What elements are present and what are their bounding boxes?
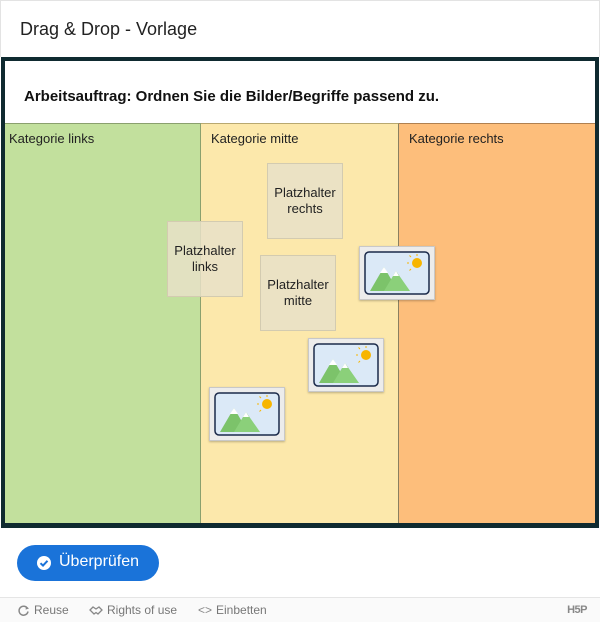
rights-of-use-label: Rights of use [107, 603, 178, 617]
check-button[interactable]: Überprüfen [17, 545, 159, 581]
board-canvas: Arbeitsauftrag: Ordnen Sie die Bilder/Be… [5, 61, 595, 523]
embed-label: Einbetten [216, 603, 267, 617]
landscape-image-icon [364, 251, 430, 295]
reuse-link[interactable]: Reuse [17, 603, 69, 617]
reuse-label: Reuse [34, 603, 69, 617]
draggable-image-2[interactable] [308, 338, 384, 392]
draggable-text-mitte[interactable]: Platzhalter mitte [260, 255, 336, 331]
page-title: Drag & Drop - Vorlage [20, 19, 198, 39]
reuse-icon [18, 604, 29, 616]
draggable-label: Platzhalter mitte [267, 277, 329, 308]
draggable-text-links[interactable]: Platzhalter links [167, 221, 243, 297]
draggable-image-3[interactable] [209, 387, 285, 441]
rights-of-use-link[interactable]: Rights of use [89, 603, 177, 617]
task-text: Arbeitsauftrag: Ordnen Sie die Bilder/Be… [24, 88, 440, 105]
draggable-image-1[interactable] [359, 246, 435, 300]
handshake-icon [89, 605, 103, 615]
check-button-label: Überprüfen [59, 553, 140, 570]
footer-bar: Reuse Rights of use <> Einbetten H5P [0, 597, 600, 622]
dropzone-right-label: Kategorie rechts [409, 131, 504, 146]
check-circle-icon [37, 556, 51, 570]
title-bar: Drag & Drop - Vorlage [0, 0, 600, 57]
dropzone-left-label: Kategorie links [9, 131, 95, 146]
landscape-image-icon [313, 343, 379, 387]
draggable-label: Platzhalter links [174, 243, 236, 274]
dropzone-right[interactable]: Kategorie rechts [399, 123, 595, 523]
h5p-logo[interactable]: H5P [567, 604, 587, 616]
drag-drop-board: Arbeitsauftrag: Ordnen Sie die Bilder/Be… [1, 57, 599, 528]
landscape-image-icon [214, 392, 280, 436]
dropzone-left[interactable]: Kategorie links [5, 123, 201, 523]
code-icon: <> [198, 603, 213, 617]
draggable-text-rechts[interactable]: Platzhalter rechts [267, 163, 343, 239]
dropzone-middle-label: Kategorie mitte [211, 131, 299, 146]
draggable-label: Platzhalter rechts [274, 185, 336, 216]
embed-link[interactable]: <> Einbetten [198, 603, 267, 617]
task-instruction: Arbeitsauftrag: Ordnen Sie die Bilder/Be… [5, 61, 595, 123]
